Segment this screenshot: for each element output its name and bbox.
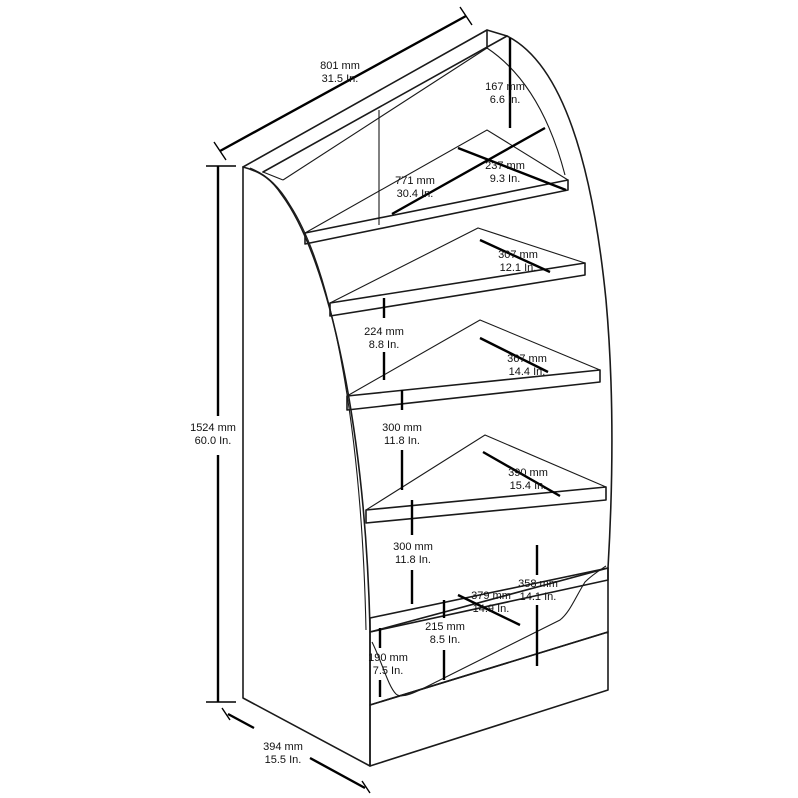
bookcase-outline xyxy=(242,29,613,767)
dimension-lines xyxy=(206,6,567,794)
